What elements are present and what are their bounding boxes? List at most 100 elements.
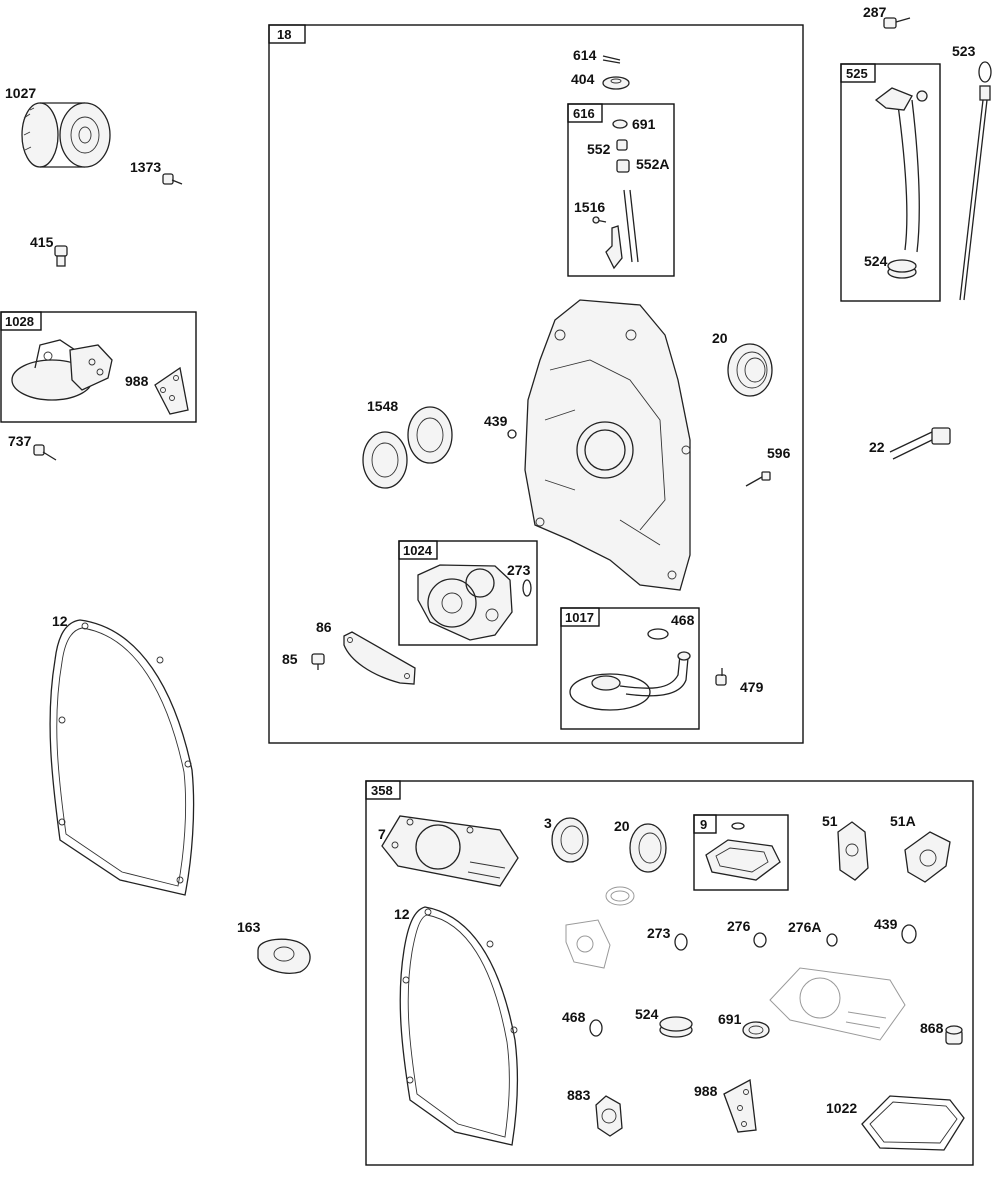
seal-691b-icon[interactable]	[742, 1021, 770, 1039]
label-883: 883	[567, 1087, 591, 1103]
washer-439a-icon[interactable]	[507, 429, 517, 439]
bearing-1548-icon[interactable]	[362, 406, 453, 489]
group-9-label: 9	[700, 817, 707, 832]
label-273a: 273	[507, 562, 531, 578]
filter-adapter-icon[interactable]	[11, 339, 113, 401]
group-9: 9	[693, 814, 789, 891]
gasket-988-icon[interactable]	[154, 366, 189, 415]
valve-seal-868-icon[interactable]	[945, 1025, 963, 1045]
label-468b: 468	[562, 1009, 586, 1025]
label-51A: 51A	[890, 813, 916, 829]
label-552A: 552A	[636, 156, 669, 172]
label-276: 276	[727, 918, 751, 934]
label-3: 3	[544, 815, 552, 831]
dipstick-tube-icon[interactable]	[874, 87, 928, 253]
label-12a: 12	[52, 613, 68, 629]
screw-479-icon[interactable]	[715, 668, 727, 686]
crankcase-gasket-12a-icon[interactable]	[49, 619, 195, 896]
label-868: 868	[920, 1020, 944, 1036]
label-691b: 691	[718, 1011, 742, 1027]
bolt-287-icon[interactable]	[883, 17, 911, 29]
label-988b: 988	[694, 1083, 718, 1099]
label-7: 7	[378, 826, 386, 842]
label-1027: 1027	[5, 85, 36, 101]
label-439a: 439	[484, 413, 508, 429]
gasket-883-icon[interactable]	[595, 1095, 623, 1137]
gasket-1022-icon[interactable]	[861, 1095, 965, 1151]
label-273b: 273	[647, 925, 671, 941]
cotter-pin-icon[interactable]	[602, 55, 621, 64]
group-616-label: 616	[573, 106, 595, 121]
label-1022: 1022	[826, 1100, 857, 1116]
label-524a: 524	[864, 253, 888, 269]
group-616: 616	[567, 103, 675, 277]
label-614: 614	[573, 47, 597, 63]
bushing-552-icon[interactable]	[616, 139, 628, 151]
label-1548: 1548	[367, 398, 398, 414]
ghost-ring-icon	[605, 886, 635, 906]
group-358-label: 358	[371, 783, 393, 798]
gasket-set-9-icon[interactable]	[705, 822, 781, 881]
screw-596-icon[interactable]	[745, 471, 771, 487]
bushing-552a-icon[interactable]	[616, 159, 630, 173]
label-1373: 1373	[130, 159, 161, 175]
oil-seal-20b-icon[interactable]	[629, 823, 667, 873]
washer-439b-icon[interactable]	[901, 924, 917, 944]
bolt-22-icon[interactable]	[889, 427, 951, 460]
group-1024: 1024	[398, 540, 538, 646]
gasket-163-icon[interactable]	[257, 938, 311, 974]
crankcase-cover-icon[interactable]	[524, 299, 691, 591]
dipstick-icon[interactable]	[959, 61, 992, 301]
oring-468b-icon[interactable]	[589, 1019, 603, 1037]
screw-1516-icon[interactable]	[592, 216, 607, 224]
oil-pump-icon[interactable]	[417, 564, 513, 641]
group-1024-label: 1024	[403, 543, 433, 558]
oil-seal-3-icon[interactable]	[551, 817, 589, 863]
washer-691a-icon[interactable]	[612, 119, 628, 129]
group-1017-label: 1017	[565, 610, 594, 625]
label-524b: 524	[635, 1006, 659, 1022]
oil-seal-20a-icon[interactable]	[727, 343, 773, 397]
label-86: 86	[316, 619, 332, 635]
screw-85-icon[interactable]	[311, 653, 325, 670]
label-287: 287	[863, 4, 887, 20]
label-163: 163	[237, 919, 261, 935]
gasket-51-icon[interactable]	[837, 821, 869, 881]
label-20a: 20	[712, 330, 728, 346]
washer-276a-icon[interactable]	[826, 933, 838, 947]
washer-276-icon[interactable]	[753, 932, 767, 948]
drain-plug-icon[interactable]	[54, 245, 68, 267]
label-523: 523	[952, 43, 976, 59]
gasket-988b-icon[interactable]	[723, 1078, 757, 1133]
head-gasket-icon[interactable]	[381, 815, 519, 887]
fitting-icon[interactable]	[162, 173, 183, 185]
governor-shaft-icon[interactable]	[605, 189, 639, 270]
label-988a: 988	[125, 373, 149, 389]
label-20b: 20	[614, 818, 630, 834]
oil-pickup-icon[interactable]	[569, 651, 691, 711]
crankcase-gasket-12b-icon[interactable]	[399, 906, 518, 1146]
label-12b: 12	[394, 906, 410, 922]
cover-plate-86-icon[interactable]	[343, 631, 416, 685]
gasket-51a-icon[interactable]	[904, 831, 951, 883]
washer-404-icon[interactable]	[602, 76, 630, 90]
ghost-head-gasket-icon	[769, 967, 906, 1041]
label-404: 404	[571, 71, 595, 87]
group-1028: 1028	[0, 311, 197, 423]
group-1028-label: 1028	[5, 314, 34, 329]
label-691a: 691	[632, 116, 656, 132]
label-51: 51	[822, 813, 838, 829]
oil-filter-icon[interactable]	[21, 102, 111, 168]
group-525: 525	[840, 63, 941, 302]
oring-273b-icon[interactable]	[674, 933, 688, 951]
label-415: 415	[30, 234, 54, 250]
group-1017: 1017	[560, 607, 700, 730]
seal-524b-icon[interactable]	[659, 1016, 693, 1038]
screw-737-icon[interactable]	[33, 444, 57, 461]
oring-273a-icon[interactable]	[522, 579, 532, 597]
group-18: 18	[268, 24, 804, 744]
label-22: 22	[869, 439, 885, 455]
oring-468a-icon[interactable]	[647, 628, 669, 640]
tube-seal-524a-icon[interactable]	[887, 259, 917, 279]
